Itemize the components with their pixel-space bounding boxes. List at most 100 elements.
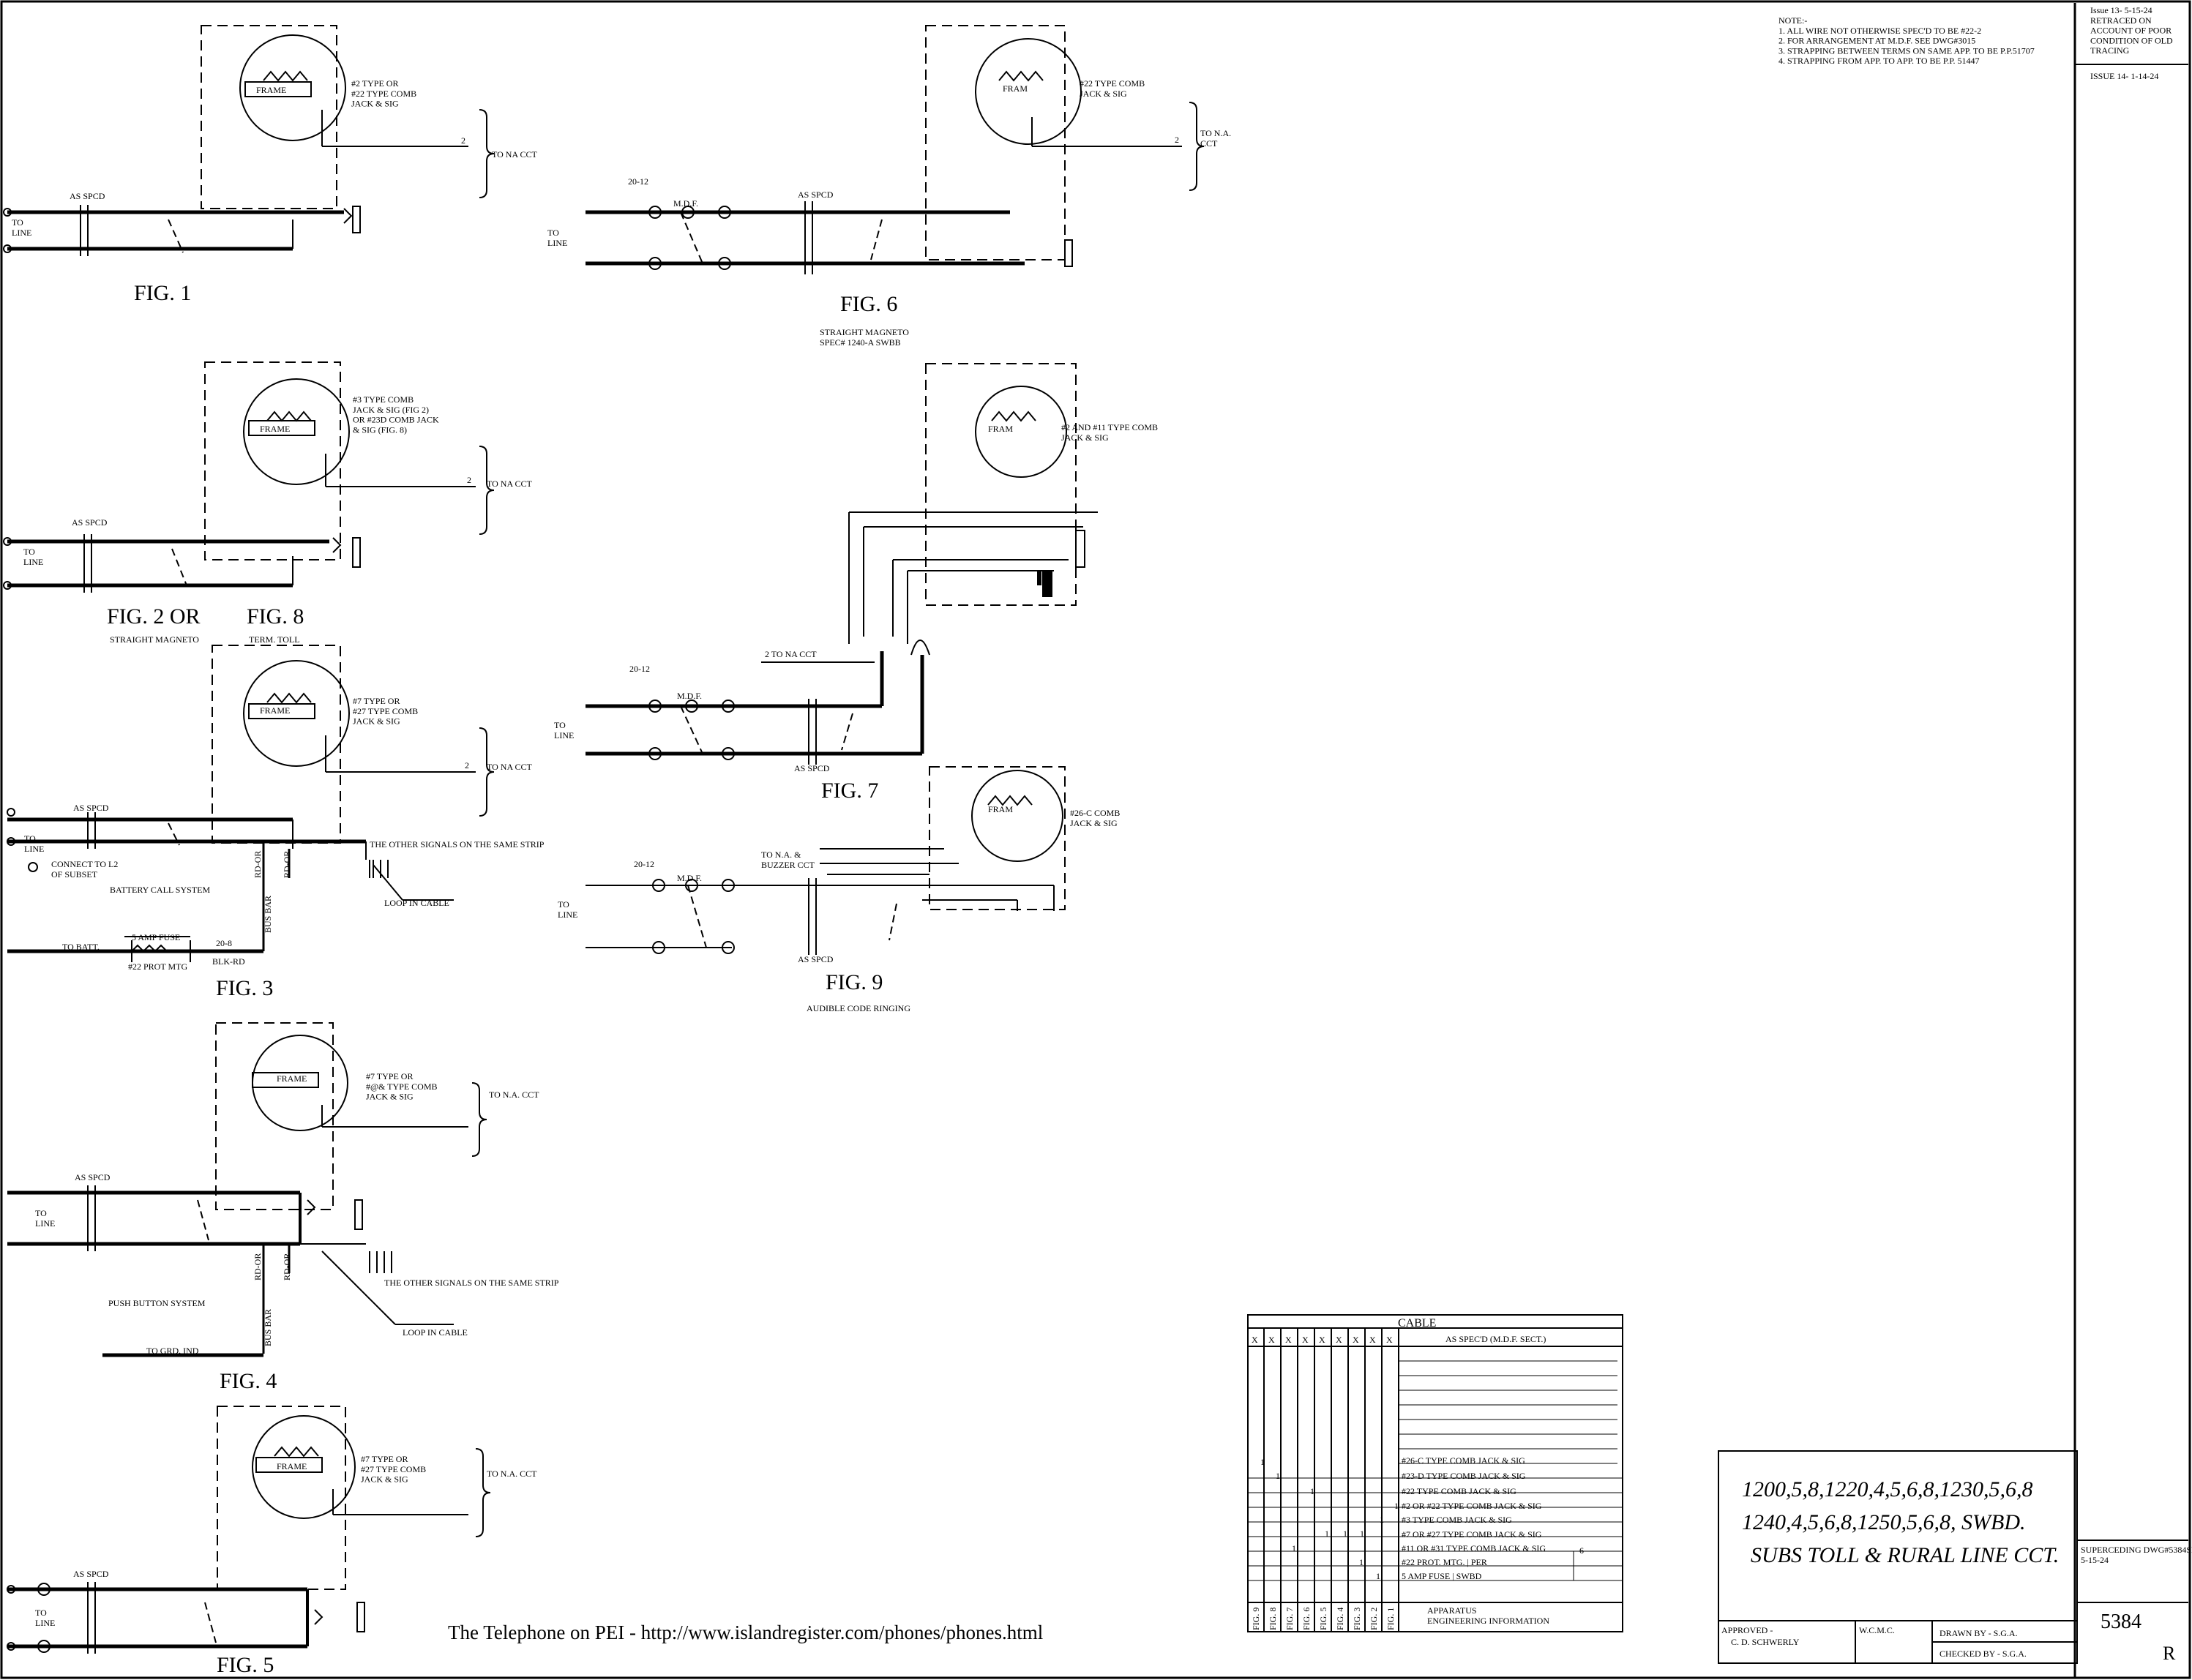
cable-x-3: X [1285,1335,1292,1345]
fig3-other-signals: THE OTHER SIGNALS ON THE SAME STRIP [370,839,545,850]
cable-col-2: FIG. 8 [1268,1608,1278,1630]
fig1-num: 2 [461,135,465,146]
fig8-title: FIG. 8 [247,604,304,629]
fig3-fuse: 5 AMP FUSE [132,932,180,942]
notes: NOTE:-1. ALL WIRE NOT OTHERWISE SPEC'D T… [1778,15,2035,66]
fig3-rd-or-2: RD-OR [282,851,292,878]
fig3-loop: LOOP IN CABLE [384,898,449,908]
cable-entry-6: 1 [1325,1529,1329,1539]
cable-x-2: X [1268,1335,1275,1345]
cable-col-7: FIG. 3 [1352,1608,1362,1630]
cable-item-2: #23-D TYPE COMB JACK & SIG [1402,1471,1526,1481]
fig9-to-cct: TO N.A. &BUZZER CCT [761,850,815,870]
title-line-2: 1240,4,5,6,8,1250,5,6,8, SWBD. [1742,1510,2025,1534]
fig7-title: FIG. 7 [821,779,878,803]
fig3-wire-color: BLK-RD [212,956,245,967]
fig2-num: 2 [467,475,471,485]
approved-name: C. D. SCHWERLY [1731,1637,1800,1647]
cable-item-5: #3 TYPE COMB JACK & SIG [1402,1515,1512,1525]
cable-entry-10: 1 [1359,1557,1364,1567]
fig7-as-specd: AS SPCD [794,763,830,773]
fig6-as-specd: AS SPCD [798,190,834,200]
fig1-as-specd: AS SPCD [70,191,105,201]
cable-entry-5: 1 [1380,1515,1384,1525]
fig9-as-specd: AS SPCD [798,954,834,964]
fig4-to-cct: TO N.A. CCT [489,1090,539,1100]
fig4-diagram [7,1022,487,1357]
fig1-to-cct: TO NA CCT [492,149,537,160]
fig5-frame: FRAME [277,1461,307,1471]
fig6-title: FIG. 6 [840,292,897,316]
fig3-caption-right: TERM. TOLL [249,634,300,645]
checked-by: CHECKED BY - S.G.A. [1939,1649,2027,1659]
title-line-3: SUBS TOLL & RURAL LINE CCT. [1751,1543,2059,1567]
fig9-caption: AUDIBLE CODE RINGING [807,1003,910,1013]
fig6-to-cct: TO N.A.CCT [1200,128,1231,149]
fig5-title: FIG. 5 [217,1653,274,1677]
fig1-frame: FRAME [256,85,286,95]
cable-item-9: 5 AMP FUSE | SWBD [1402,1571,1482,1581]
title-block [1718,1450,2188,1664]
fig3-num: 2 [465,760,469,770]
fig2-frame: FRAME [260,424,290,434]
cable-col-5: FIG. 5 [1318,1608,1328,1630]
revision-letter: R [2163,1643,2176,1664]
fig1-title: FIG. 1 [134,281,191,305]
fig7-diagram [586,363,1098,765]
cable-x-6: X [1336,1335,1342,1345]
cable-item-6: #7 OR #27 TYPE COMB JACK & SIG [1402,1529,1542,1540]
fig3-wire: 20-8 [216,938,232,948]
fig6-diagram [586,25,1205,274]
cable-title: CABLE [1398,1317,1436,1330]
fig3-caption-left: STRAIGHT MAGNETO [110,634,199,645]
fig4-as-specd: AS SPCD [75,1172,111,1182]
cable-col-4: FIG. 6 [1301,1608,1312,1630]
cable-item-8: #22 PROT. MTG. | PER [1402,1557,1487,1567]
fig5-to-cct: TO N.A. CCT [487,1469,537,1479]
fig6-frame: FRAM [1003,83,1028,94]
fig3-diagram [7,645,495,962]
wcmc-label: W.C.M.C. [1859,1625,1895,1635]
fig5-as-specd: AS SPCD [73,1569,109,1579]
cable-item-1: #26-C TYPE COMB JACK & SIG [1402,1455,1525,1466]
fig3-title: FIG. 3 [216,976,273,1000]
drawing-number: 5384 [2101,1610,2141,1633]
fig9-frame: FRAM [988,804,1013,814]
cable-col-1: FIG. 9 [1251,1608,1261,1630]
fig4-bus-bar: BUS BAR [263,1309,273,1346]
cable-x-7: X [1353,1335,1359,1345]
fig3-rd-or-1: RD-OR [253,851,263,878]
fig4-push: PUSH BUTTON SYSTEM [108,1298,206,1308]
cable-entry-2: 1 [1276,1471,1280,1481]
fig4-other-signals: THE OTHER SIGNALS ON THE SAME STRIP [384,1278,559,1288]
fig4-rd-or-1: RD-OR [253,1253,263,1280]
fig3-batt: TO BATT. [62,942,100,952]
cable-item-4: #2 OR #22 TYPE COMB JACK & SIG [1402,1501,1542,1511]
title-line-1: 1200,5,8,1220,4,5,6,8,1230,5,6,8 [1742,1477,2033,1501]
fig3-battery: BATTERY CALL SYSTEM [110,885,210,895]
cable-table [1247,1314,1623,1632]
cable-x-5: X [1319,1335,1325,1345]
issue: ISSUE 14- 1-14-24 [2090,71,2158,81]
cable-entry-3: 1 [1310,1486,1314,1496]
cable-entry-9: 1 [1292,1543,1296,1553]
fig6-mdf: M.D.F. [673,198,698,209]
fig7-frame: FRAM [988,424,1013,434]
